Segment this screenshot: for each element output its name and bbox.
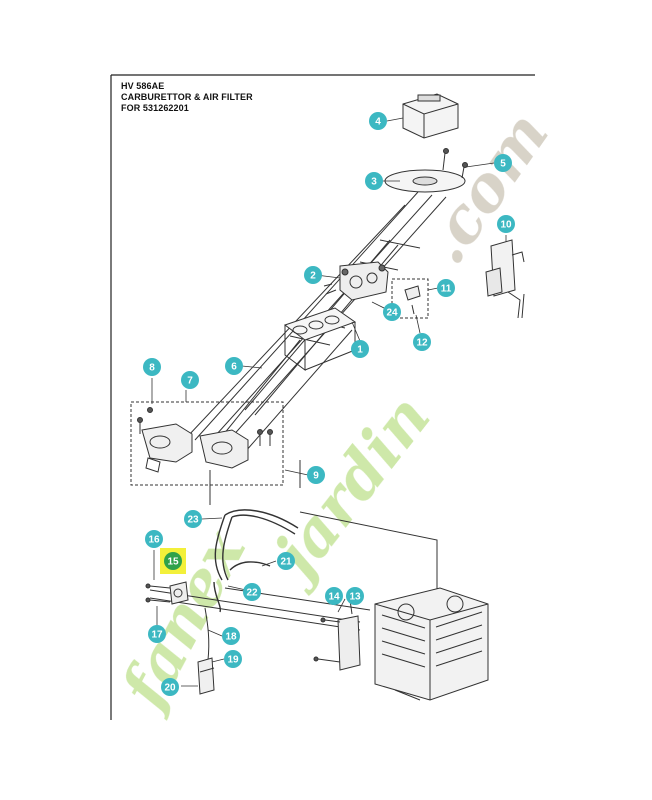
callout-label: 3 (371, 177, 377, 188)
callout-label: 13 (349, 592, 361, 603)
callout-8: 8 (143, 358, 161, 376)
callout-label: 18 (225, 632, 237, 643)
connector-lines (209, 460, 438, 610)
callout-circle (497, 215, 515, 233)
callout-circle (145, 530, 163, 548)
callout-circle (161, 678, 179, 696)
callout-circle (369, 112, 387, 130)
air-filter-cover (402, 93, 459, 139)
callout-label: 19 (227, 655, 239, 666)
callout-19: 19 (224, 650, 242, 668)
manifold-dashed-box (130, 401, 284, 486)
model-title: HV 586AE (121, 81, 165, 91)
callout-6: 6 (225, 357, 243, 375)
section-title: CARBURETTOR & AIR FILTER (121, 92, 253, 102)
callout-label: 1 (357, 345, 363, 356)
callout-1: 1 (351, 340, 369, 358)
callout-circle (148, 625, 166, 643)
fuel-fitting (145, 581, 189, 605)
callout-circle (225, 357, 243, 375)
fuel-filter (197, 607, 215, 695)
callout-18: 18 (222, 627, 240, 645)
callout-label: 16 (148, 535, 160, 546)
callout-16: 16 (145, 530, 163, 548)
callout-circle (164, 552, 182, 570)
callout-label: 6 (231, 362, 237, 373)
page-border (110, 74, 535, 720)
leader-lines (151, 117, 507, 687)
callout-label: 10 (500, 220, 512, 231)
callout-label: 20 (164, 683, 176, 694)
callout-label: 9 (313, 471, 319, 482)
callout-label: 14 (328, 592, 340, 603)
callout-label: 4 (375, 117, 381, 128)
intake-manifold (137, 407, 273, 473)
callout-circle (143, 358, 161, 376)
callout-circle (351, 340, 369, 358)
callout-2: 2 (304, 266, 322, 284)
callout-11: 11 (437, 279, 455, 297)
callout-label: 21 (280, 557, 292, 568)
callout-10: 10 (497, 215, 515, 233)
callout-circle (224, 650, 242, 668)
callout-circle (365, 172, 383, 190)
callout-23: 23 (184, 510, 202, 528)
fuel-hoses (213, 509, 299, 613)
lever-bracket (485, 239, 525, 319)
callout-label: 17 (151, 630, 163, 641)
callout-circle (184, 510, 202, 528)
callout-circle (222, 627, 240, 645)
callout-circle (494, 154, 512, 172)
callout-circle (325, 587, 343, 605)
callout-22: 22 (243, 583, 261, 601)
callout-label: 15 (167, 557, 179, 568)
callout-label: 11 (441, 284, 452, 295)
engine-block (374, 587, 489, 701)
callout-circle (383, 303, 401, 321)
callout-7: 7 (181, 371, 199, 389)
callout-9: 9 (307, 466, 325, 484)
callout-circle (413, 333, 431, 351)
callout-circle (307, 466, 325, 484)
callout-label: 7 (187, 376, 193, 387)
callout-circle (277, 552, 295, 570)
callout-label: 23 (187, 515, 199, 526)
callout-12: 12 (413, 333, 431, 351)
callout-circle (346, 587, 364, 605)
watermark: fanex jardin .com (105, 99, 563, 723)
callout-circle (243, 583, 261, 601)
callout-label: 8 (149, 363, 155, 374)
callout-5: 5 (494, 154, 512, 172)
carburettor (323, 261, 389, 301)
small-bracket (404, 285, 421, 315)
callout-circle (437, 279, 455, 297)
callout-label: 22 (246, 588, 258, 599)
callout-circle (181, 371, 199, 389)
bracket-dashed-box (391, 278, 429, 319)
assembly-lines (130, 93, 525, 701)
callout-label: 24 (386, 308, 398, 319)
callout-3: 3 (365, 172, 383, 190)
part-number-line: FOR 531262201 (121, 103, 189, 113)
callout-14: 14 (325, 587, 343, 605)
engine-bracket (313, 599, 361, 671)
callout-17: 17 (148, 625, 166, 643)
callout-13: 13 (346, 587, 364, 605)
callout-15: 15 (160, 548, 186, 574)
callout-label: 5 (500, 159, 506, 170)
callout-circle (304, 266, 322, 284)
callout-20: 20 (161, 678, 179, 696)
callout-21: 21 (277, 552, 295, 570)
callout-24: 24 (383, 303, 401, 321)
callout-label: 2 (310, 271, 316, 282)
callout-label: 12 (416, 338, 428, 349)
callout-4: 4 (369, 112, 387, 130)
